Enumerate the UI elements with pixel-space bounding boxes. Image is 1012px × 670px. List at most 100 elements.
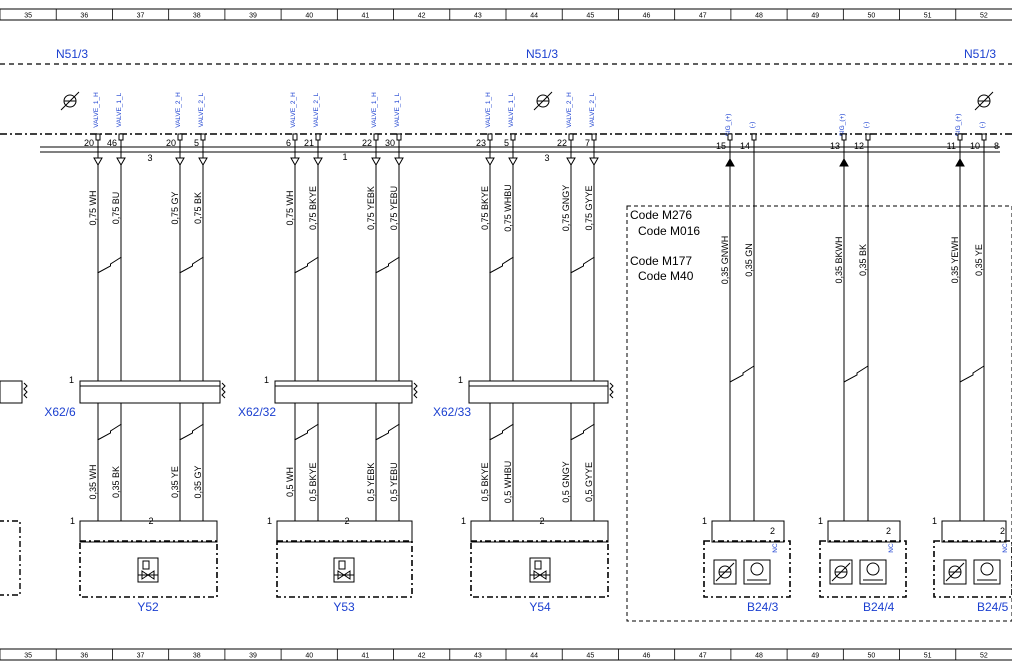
ruler-number: 38 xyxy=(193,13,201,20)
pin-terminal xyxy=(396,133,402,141)
wire-label: 0,35 BK xyxy=(111,466,121,498)
module-label: N51/3 xyxy=(56,47,88,61)
wire-label: 0,75 WH xyxy=(88,190,98,225)
wire-label: 0,35 GN xyxy=(744,243,754,277)
signal-label: VALVE_1_L xyxy=(394,92,401,127)
sensor-label: B24/5 xyxy=(977,600,1009,614)
pin-label: 6 xyxy=(286,138,291,148)
connector-ground-label: 1 xyxy=(264,375,269,385)
sensor-connector-housing xyxy=(711,520,785,543)
ruler-number: 40 xyxy=(305,13,313,20)
sensor-connector-housing xyxy=(941,520,1007,543)
wire-arrow xyxy=(839,157,849,167)
signal-label: VALVE_2_H xyxy=(566,92,573,128)
pin-label: 13 xyxy=(830,141,840,151)
wire-label: 0,35 BK xyxy=(858,244,868,276)
connector-housing xyxy=(79,380,221,404)
module-label: N51/3 xyxy=(964,47,996,61)
wire-arrow xyxy=(566,157,576,167)
pin-label: 5 xyxy=(194,138,199,148)
wire-arrow xyxy=(485,157,495,167)
valve-connector-housing xyxy=(276,520,413,543)
code-note: Code M276 xyxy=(630,208,692,222)
connector-ground-label: 1 xyxy=(69,375,74,385)
wire-arrow xyxy=(198,157,208,167)
wire-label: 0,35 GNWH xyxy=(720,236,730,285)
wire-label: 0,75 GYYE xyxy=(584,185,594,230)
pin-label: 5 xyxy=(504,138,509,148)
pin-terminal xyxy=(981,133,987,141)
signal-label: SIG_(+) xyxy=(955,114,962,137)
wire-break xyxy=(489,256,514,274)
ground-label: 2 xyxy=(148,516,153,526)
pin-terminal xyxy=(118,133,124,141)
wire-break xyxy=(489,423,514,441)
pin-terminal xyxy=(751,133,757,141)
ground-label: 1 xyxy=(461,516,466,526)
ruler-number: 41 xyxy=(362,653,370,660)
wire-break xyxy=(97,256,122,274)
ruler-number: 50 xyxy=(868,653,876,660)
valve-connector-housing xyxy=(79,520,218,543)
wire-label: 0,75 YEBK xyxy=(366,186,376,230)
connector-housing xyxy=(0,380,23,404)
wire-label: 0,5 WHBU xyxy=(503,461,513,504)
pin-label: 2 xyxy=(1000,526,1005,536)
pin-label: 2 xyxy=(770,526,775,536)
pin-label: 11 xyxy=(947,141,956,151)
signal-label: VALVE_1_H xyxy=(93,92,100,128)
ruler-number: 45 xyxy=(586,653,594,660)
hall-sensor-icon xyxy=(831,562,851,582)
sensor-label: B24/4 xyxy=(863,600,895,614)
signal-label: SIG_(+) xyxy=(725,114,732,137)
pin-terminal xyxy=(841,133,847,141)
pin-terminal xyxy=(95,133,101,141)
wire-arrow xyxy=(371,157,381,167)
wire-arrow xyxy=(290,157,300,167)
wire-label: 0,75 WHBU xyxy=(503,184,513,232)
pin-label: 10 xyxy=(970,141,980,151)
wire-label: 0,75 YEBU xyxy=(389,186,399,230)
wire-valve-2-l: VALVE_2_L50,75 BK120,35 GY2 xyxy=(190,92,209,541)
pin-terminal xyxy=(177,133,183,141)
wire-break xyxy=(729,365,755,383)
pin-label: 2 xyxy=(886,526,891,536)
sensor-wire: SIG_(+)150,35 GNWH1 xyxy=(716,114,736,536)
wire-label: 0,75 WH xyxy=(285,190,295,225)
nc-label: NC xyxy=(1002,543,1009,553)
sensor-wire: SIG_(+)130,35 BKWH1 xyxy=(830,114,850,536)
pin-label: 46 xyxy=(107,138,117,148)
ruler-number: 44 xyxy=(530,13,538,20)
wire-label: 0,35 BKWH xyxy=(834,236,844,283)
sensor-label: B24/3 xyxy=(747,600,779,614)
pin-label: 21 xyxy=(304,138,314,148)
ground-label: 2 xyxy=(344,516,349,526)
pin-label: 3 xyxy=(147,153,152,163)
wire-break xyxy=(294,256,319,274)
valve-body-outline xyxy=(0,520,21,596)
wire-break xyxy=(375,423,400,441)
ruler-number: 47 xyxy=(699,653,707,660)
pin-terminal xyxy=(957,133,963,141)
module-label: N51/3 xyxy=(526,47,558,61)
wire-label: 0,75 GNGY xyxy=(561,185,571,232)
signal-label: VALVE_2_L xyxy=(198,92,205,127)
hall-sensor-icon xyxy=(974,91,994,111)
wire-label: 0,5 BKYE xyxy=(480,462,490,501)
nc-label: NC xyxy=(772,543,779,553)
wire-arrow xyxy=(313,157,323,167)
solenoid-coil xyxy=(142,560,150,570)
wire-arrow xyxy=(725,157,735,167)
wire-break xyxy=(959,365,985,383)
ground-label: 1 xyxy=(818,516,823,526)
